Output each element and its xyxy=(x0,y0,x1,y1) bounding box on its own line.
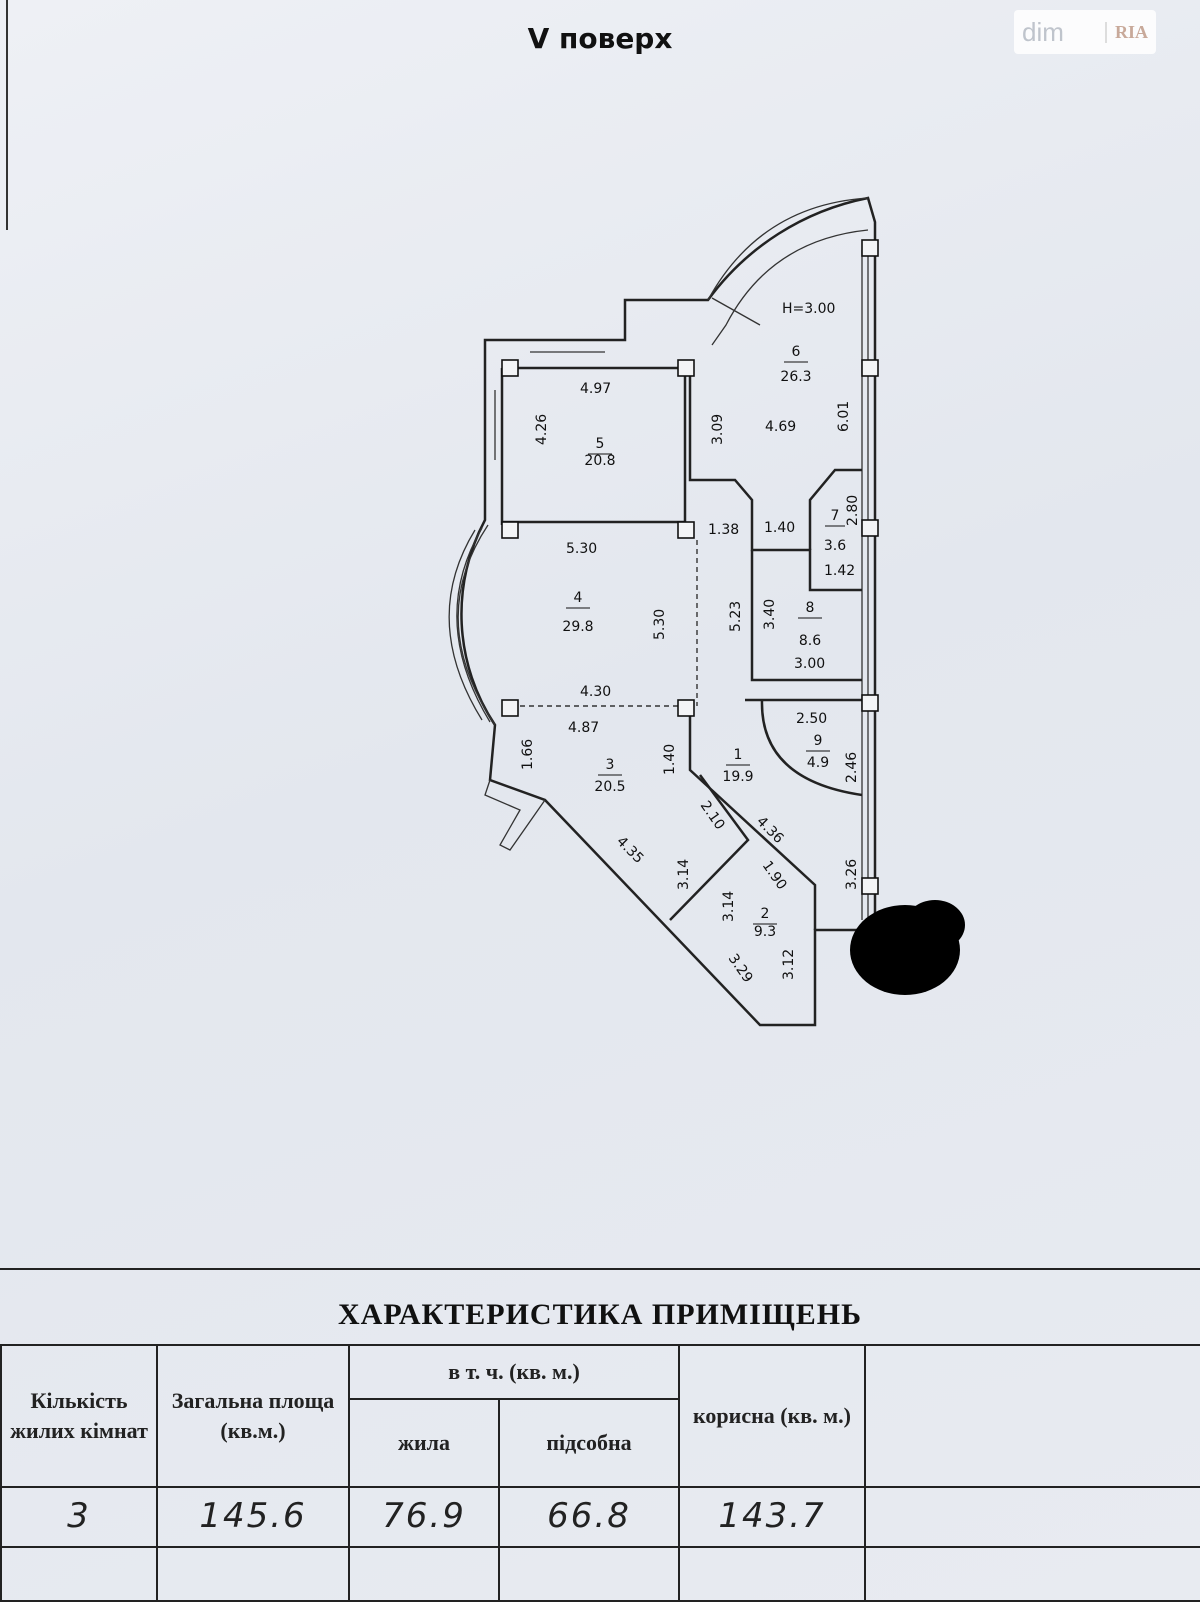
blank-header xyxy=(864,1344,1200,1488)
room-1-num: 1 xyxy=(734,747,743,763)
svg-text:2.46: 2.46 xyxy=(844,752,860,783)
svg-text:5.30: 5.30 xyxy=(652,609,668,640)
svg-text:3.26: 3.26 xyxy=(844,859,860,890)
val-blank xyxy=(864,1486,1200,1548)
svg-text:2.10: 2.10 xyxy=(697,798,728,833)
table-top-rule xyxy=(0,1268,1200,1270)
floor-plan: H=3.00 6 26.3 5 20.8 7 3.6 4 29.8 8 8.6 … xyxy=(448,196,965,1027)
svg-text:2.80: 2.80 xyxy=(845,495,861,526)
col-total-header: Загальна площа (кв.м.) xyxy=(156,1344,350,1488)
room-6-num: 6 xyxy=(792,344,801,360)
room-3-area: 20.5 xyxy=(594,779,625,795)
room-1-area: 19.9 xyxy=(722,769,753,785)
balcony-arc xyxy=(707,197,869,301)
col-useful-header: корисна (кв. м.) xyxy=(678,1344,867,1488)
svg-text:3.29: 3.29 xyxy=(725,951,756,986)
svg-text:1.40: 1.40 xyxy=(764,520,795,536)
val-useful: 143.7 xyxy=(678,1486,867,1548)
height-label: H=3.00 xyxy=(782,301,835,317)
room-9-num: 9 xyxy=(814,733,823,749)
bay-arc-outer xyxy=(457,524,496,726)
svg-text:6.01: 6.01 xyxy=(836,401,852,432)
col-aux-header: підсобна xyxy=(497,1398,681,1488)
room-5-area: 20.8 xyxy=(584,453,615,469)
room-5-num: 5 xyxy=(596,436,605,452)
svg-text:4.97: 4.97 xyxy=(580,381,611,397)
svg-text:4.26: 4.26 xyxy=(534,414,550,445)
entry-stub xyxy=(484,779,546,851)
svg-text:1.42: 1.42 xyxy=(824,563,855,579)
outer-wall xyxy=(460,196,877,1027)
svg-text:4.35: 4.35 xyxy=(613,834,646,867)
room-4-area: 29.8 xyxy=(562,619,593,635)
room-3-num: 3 xyxy=(606,757,615,773)
svg-text:2.50: 2.50 xyxy=(796,711,827,727)
bay-arc-inner2 xyxy=(456,527,491,723)
col-living-header: жила xyxy=(348,1398,500,1488)
svg-text:1.38: 1.38 xyxy=(708,522,739,538)
floor-title: V поверх xyxy=(527,22,673,55)
redaction-blob xyxy=(850,900,965,995)
svg-text:3.09: 3.09 xyxy=(710,414,726,445)
balcony-cut xyxy=(711,297,761,326)
svg-text:1.40: 1.40 xyxy=(662,744,678,775)
val-living: 76.9 xyxy=(348,1486,500,1548)
val-aux: 66.8 xyxy=(497,1486,681,1548)
svg-text:3.00: 3.00 xyxy=(794,656,825,672)
svg-text:1.90: 1.90 xyxy=(759,858,790,893)
balcony-arc-inner xyxy=(711,229,869,346)
svg-text:4.30: 4.30 xyxy=(580,684,611,700)
watermark-ria: RIA xyxy=(1104,21,1148,43)
col-incl-header: в т. ч. (кв. м.) xyxy=(347,1344,681,1400)
svg-text:3.12: 3.12 xyxy=(781,949,797,980)
table-heading: ХАРАКТЕРИСТИКА ПРИМІЩЕНЬ xyxy=(338,1298,862,1331)
room-6-area: 26.3 xyxy=(780,369,811,385)
room-2-num: 2 xyxy=(761,906,770,922)
svg-text:4.69: 4.69 xyxy=(765,419,796,435)
room-9-area: 4.9 xyxy=(807,755,829,771)
col-rooms-header: Кількість жилих кімнат xyxy=(0,1344,158,1488)
svg-text:5.30: 5.30 xyxy=(566,541,597,557)
svg-text:3.14: 3.14 xyxy=(676,859,692,890)
room-8-num: 8 xyxy=(806,600,815,616)
bay-arc-inner xyxy=(448,529,483,721)
characteristics-table: Кількість жилих кімнат Загальна площа (к… xyxy=(0,1344,1200,1602)
val-rooms: 3 xyxy=(0,1486,158,1548)
svg-text:5.23: 5.23 xyxy=(728,601,744,632)
val-total: 145.6 xyxy=(156,1486,350,1548)
room-labels: 6 26.3 5 20.8 7 3.6 4 29.8 8 8.6 9 4.9 1… xyxy=(562,344,846,940)
svg-text:3.40: 3.40 xyxy=(762,599,778,630)
svg-text:4.87: 4.87 xyxy=(568,720,599,736)
room-8-area: 8.6 xyxy=(799,633,821,649)
room-7-area: 3.6 xyxy=(824,538,846,554)
room-4-num: 4 xyxy=(574,590,583,606)
watermark-dim: dim xyxy=(1022,16,1064,47)
page-edge xyxy=(6,0,8,230)
svg-text:3.14: 3.14 xyxy=(721,891,737,922)
watermark: dim RIA xyxy=(1014,10,1156,54)
room-7-num: 7 xyxy=(831,508,840,524)
svg-text:1.66: 1.66 xyxy=(520,739,536,770)
room-2-area: 9.3 xyxy=(754,924,776,940)
